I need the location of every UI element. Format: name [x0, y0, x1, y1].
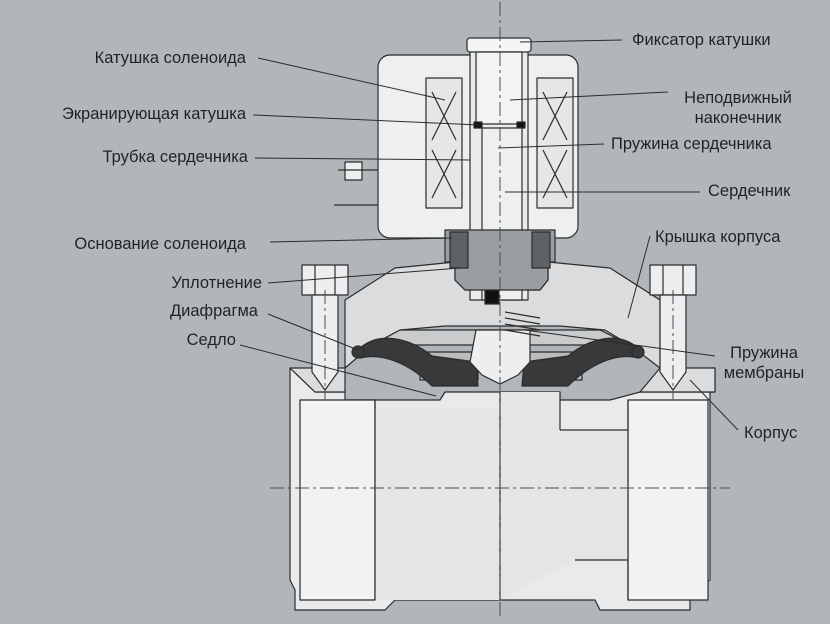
- label-body-cover: Крышка корпуса: [655, 228, 781, 246]
- diaphragm-shape: [357, 337, 479, 387]
- leader-body: [689, 379, 739, 431]
- label-seat: Седло: [186, 331, 236, 349]
- leader-body-cover: [627, 235, 651, 319]
- leader-fixed-tip: [509, 91, 669, 101]
- label-diaphragm: Диафрагма: [169, 302, 258, 320]
- diaphragm-spring-shape: [504, 311, 541, 337]
- leader-diaphragm: [267, 313, 359, 351]
- label-fixed-tip-line2: наконечник: [694, 109, 782, 127]
- label-shading-coil: Экранирующая катушка: [61, 105, 246, 123]
- label-solenoid-coil: Катушка соленоида: [94, 49, 246, 67]
- leader-seal: [267, 267, 461, 284]
- label-diaphragm-spring-line1: Пружина: [730, 344, 798, 362]
- leader-core-spring: [497, 143, 605, 149]
- leader-diaphragm-spring: [524, 329, 716, 357]
- label-core-tube: Трубка сердечника: [102, 148, 248, 166]
- label-seal: Уплотнение: [171, 274, 262, 292]
- right-port: [627, 399, 709, 601]
- label-body: Корпус: [744, 424, 798, 442]
- label-fixed-tip-line1: Неподвижный: [684, 89, 792, 107]
- label-diaphragm-spring-line2: мембраны: [723, 364, 805, 382]
- leader-coil-retainer: [519, 39, 623, 43]
- label-core-spring: Пружина сердечника: [611, 135, 772, 153]
- leader-solenoid-coil: [257, 57, 446, 101]
- label-core: Сердечник: [708, 182, 791, 200]
- leader-shading-coil: [252, 114, 481, 126]
- label-solenoid-base: Основание соленоида: [74, 235, 246, 253]
- leader-seat: [239, 344, 437, 397]
- leader-core-tube: [254, 157, 471, 161]
- left-port: [299, 399, 376, 601]
- label-coil-retainer: Фиксатор катушки: [632, 31, 771, 49]
- leader-solenoid-base: [269, 237, 453, 243]
